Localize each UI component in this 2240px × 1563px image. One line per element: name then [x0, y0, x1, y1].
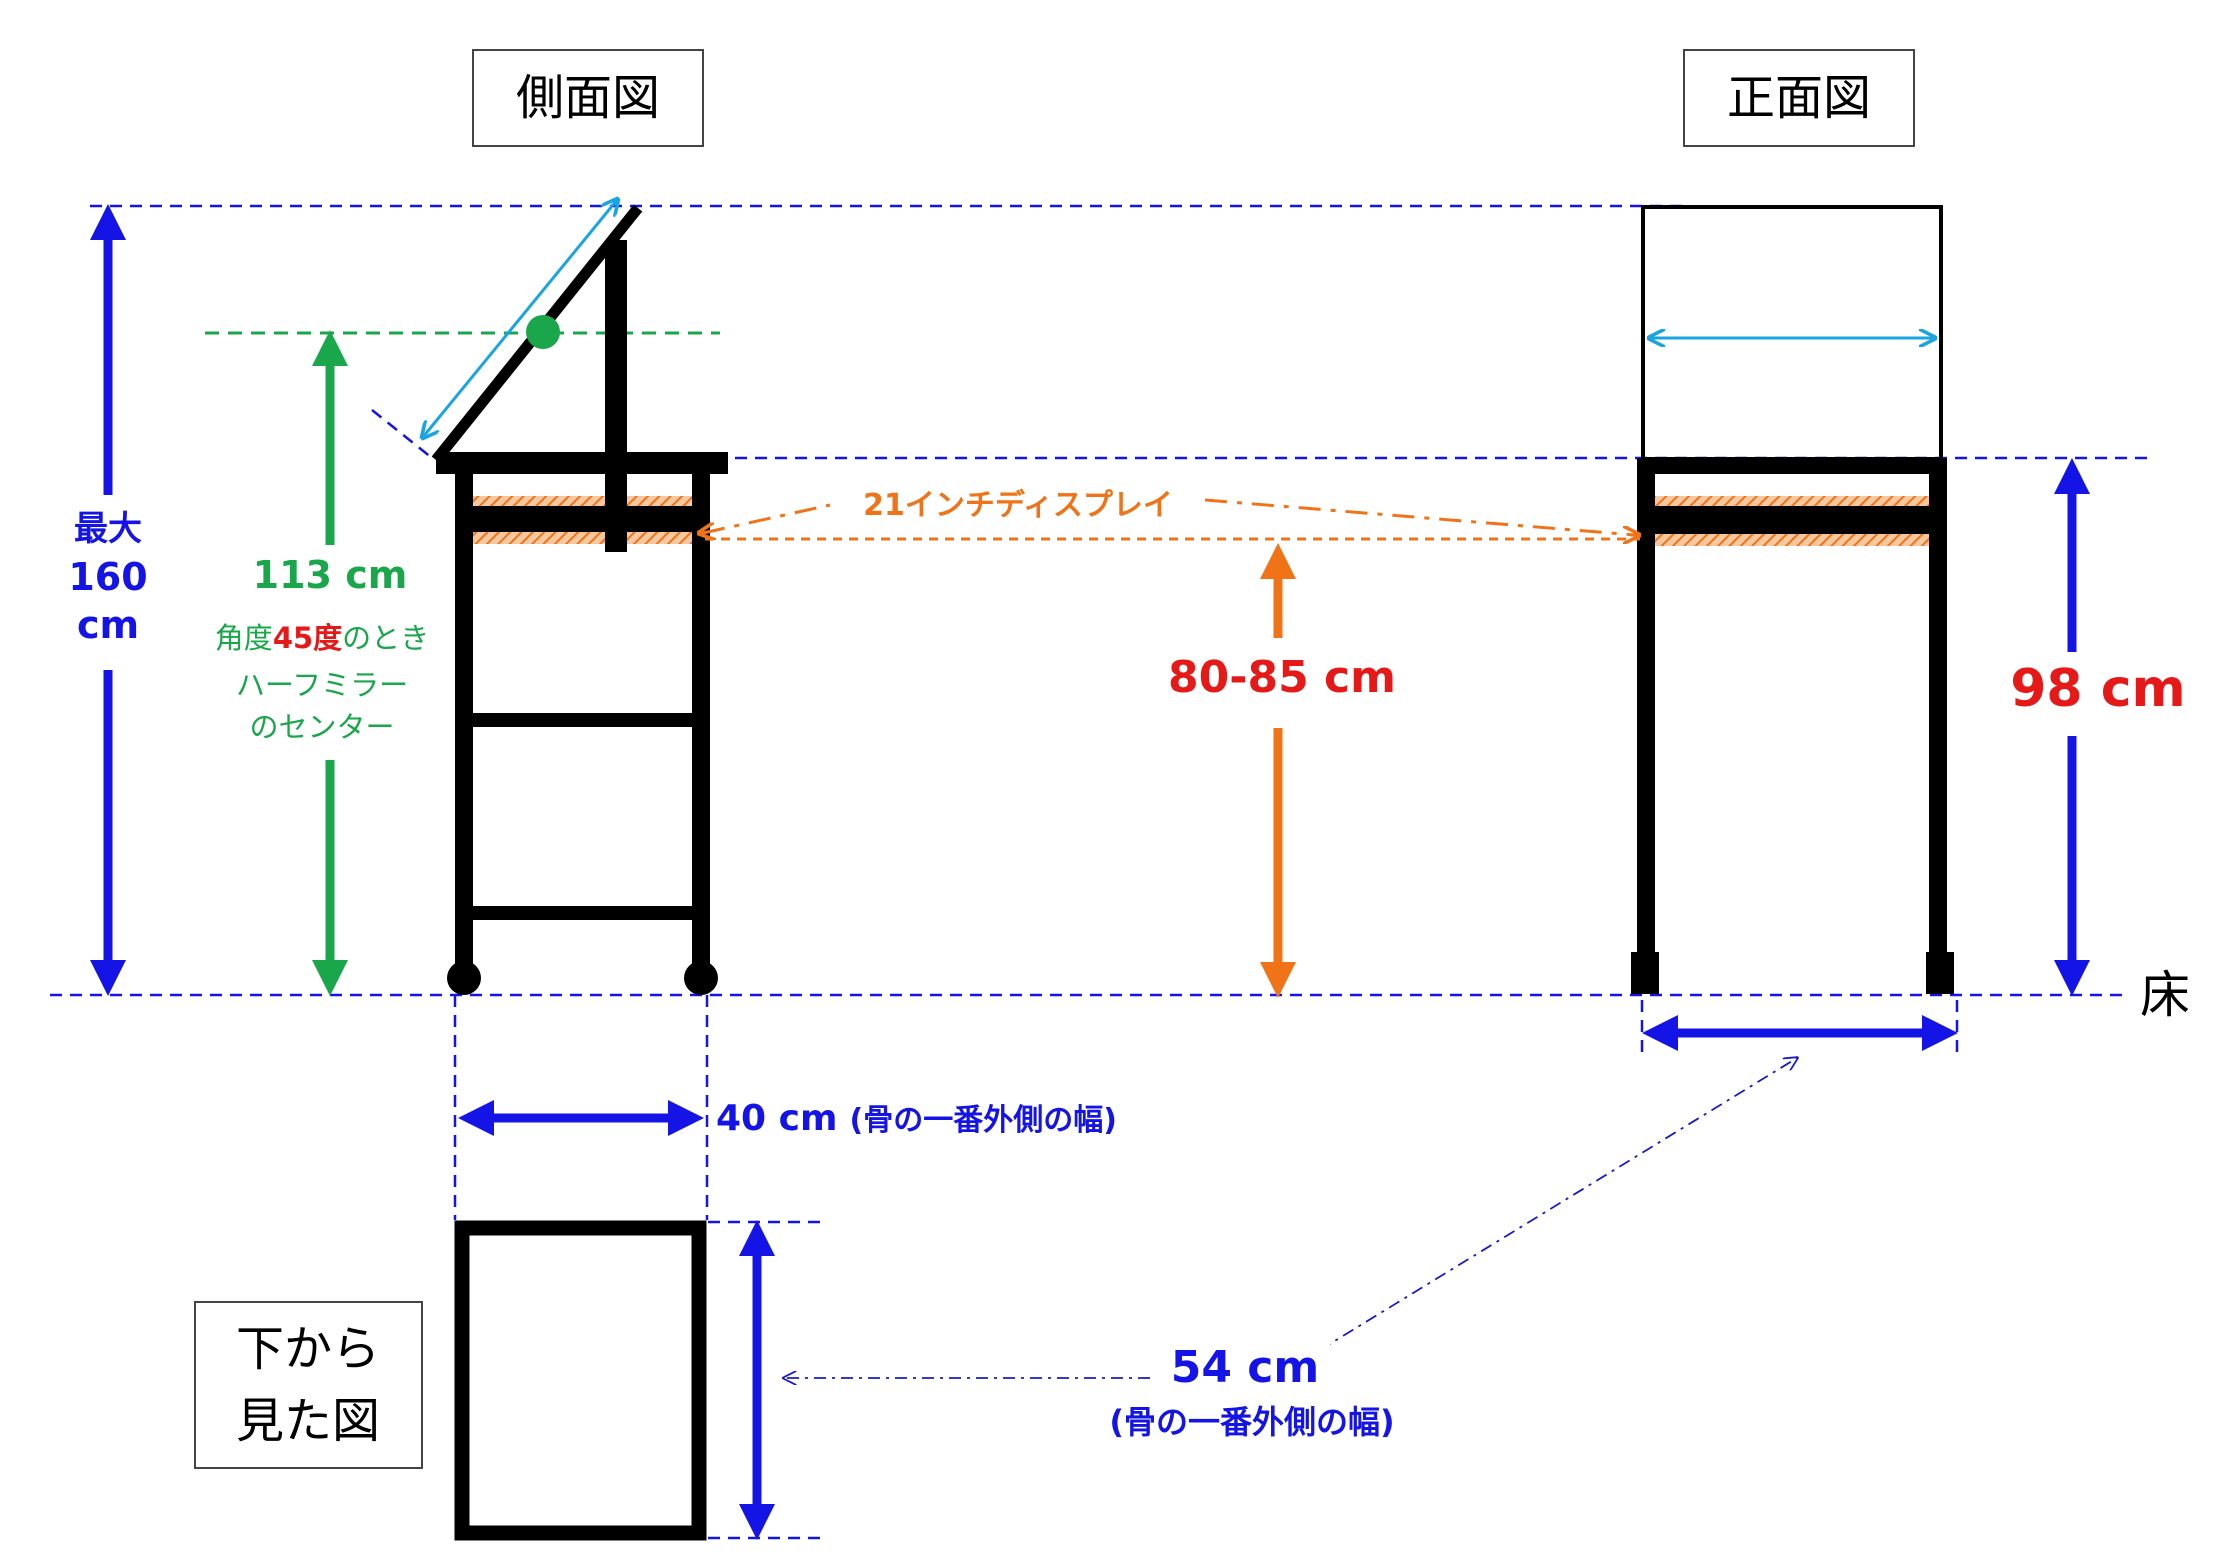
side-display-top [473, 496, 692, 506]
width-pointer-right [1319, 1058, 1797, 1351]
max-height-label-2: 160 [68, 555, 147, 599]
wheel-right [684, 961, 718, 995]
display-pointer-arrow [702, 498, 1636, 537]
mirror-length-arrow [423, 200, 617, 437]
front-height-label: 98 cm [2010, 659, 2185, 719]
front-mirror-panel [1641, 205, 1943, 461]
front-leg-right [1929, 466, 1947, 986]
mirror-height-label: 113 cm [253, 553, 408, 597]
floor-label: 床 [2140, 966, 2190, 1024]
front-view-title: 正面図 [1727, 70, 1871, 126]
mirror-extension [371, 409, 433, 459]
front-display-mid [1655, 506, 1929, 534]
front-tabletop [1637, 458, 1947, 474]
bottom-view-title-box [194, 1301, 423, 1469]
front-width-label: 54 cm [1171, 1342, 1319, 1393]
front-foot-left [1631, 952, 1659, 994]
display-label: 21インチディスプレイ [863, 488, 1173, 523]
front-width-note: (骨の一番外側の幅) [1109, 1403, 1394, 1441]
side-view-stand [431, 204, 728, 995]
bottom-view-title-line1: 下から [236, 1321, 380, 1377]
mirror-post [605, 240, 627, 552]
side-view-title-box [472, 49, 704, 147]
front-leg-left [1637, 466, 1655, 986]
front-display-bottom [1655, 534, 1929, 546]
side-leg-left [455, 468, 473, 976]
side-view-title: 側面図 [516, 70, 660, 126]
side-crossbar-1 [465, 713, 701, 727]
max-height-label-1: 最大 [74, 509, 142, 549]
front-display-top [1655, 496, 1929, 506]
display-height-label: 80-85 cm [1168, 652, 1396, 703]
mirror-note-line1: 角度45度のとき [215, 621, 429, 655]
max-height-label-3: cm [77, 603, 139, 647]
mirror-center-dot [526, 315, 560, 349]
side-tabletop [436, 452, 728, 474]
front-foot-right [1926, 952, 1954, 994]
mirror-note-line2: ハーフミラー [236, 668, 408, 702]
side-width-label: 40 cm(骨の一番外側の幅) [716, 1098, 1117, 1139]
side-display-bottom [473, 532, 692, 544]
side-crossbar-2 [465, 906, 701, 920]
front-view-stand [1631, 205, 1954, 994]
mirror-note-line3: のセンター [249, 710, 394, 744]
side-display-mid [473, 506, 692, 532]
front-view-title-box [1683, 49, 1915, 147]
bottom-view-frame [454, 1220, 707, 1541]
wheel-left [447, 961, 481, 995]
bottom-view-title-line2: 見た図 [236, 1393, 380, 1449]
